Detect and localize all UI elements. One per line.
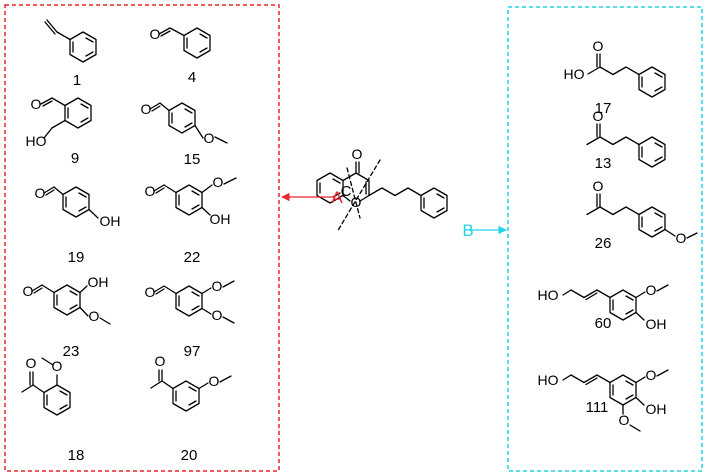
compound-9-structure xyxy=(40,97,92,139)
c20-methoxy-oxygen: O xyxy=(209,373,220,389)
cleavage-lines xyxy=(336,159,381,233)
compound-number: 60 xyxy=(595,315,612,332)
compound-number: 1 xyxy=(73,72,81,89)
c17-hydroxyl: HO xyxy=(564,66,585,82)
compound-97-structure xyxy=(153,280,235,324)
compound-1-structure xyxy=(44,19,97,63)
compound-number: 18 xyxy=(68,447,85,464)
compound-22-structure xyxy=(153,177,237,216)
c97-methoxy-oxygen-2: O xyxy=(212,307,223,323)
compound-4-structure xyxy=(158,27,211,59)
compound-20-structure xyxy=(150,369,232,412)
c60-hydroxyl-left: HO xyxy=(538,287,559,303)
compound-number: 111 xyxy=(586,399,609,416)
fragment-label-b: B xyxy=(462,221,473,240)
c9-oxygen: O xyxy=(31,96,42,112)
c97-oxygen: O xyxy=(145,284,156,300)
c20-oxygen: O xyxy=(155,353,166,369)
c60-hydroxyl: OH xyxy=(646,316,667,332)
c111-methoxy-oxygen-top: O xyxy=(646,367,657,383)
c4-oxygen: O xyxy=(150,26,161,42)
c22-methoxy-oxygen: O xyxy=(213,174,224,190)
compound-18-structure xyxy=(21,357,71,416)
fragment-label-a: A xyxy=(331,188,343,207)
compound-26-structure xyxy=(586,193,698,239)
c97-methoxy-oxygen-1: O xyxy=(212,278,223,294)
center-ring-oxygen: O xyxy=(351,194,362,210)
compound-number: 20 xyxy=(181,447,198,464)
c26-methoxy-oxygen: O xyxy=(676,230,687,246)
c111-hydroxyl-left: HO xyxy=(538,372,559,388)
compound-number: 19 xyxy=(68,249,85,266)
compound-number: 22 xyxy=(184,249,201,266)
c111-hydroxyl: OH xyxy=(646,401,667,417)
compound-15-structure xyxy=(149,102,228,144)
c22-oxygen: O xyxy=(145,183,156,199)
c22-hydroxyl: OH xyxy=(210,211,231,227)
central-molecule-structure xyxy=(316,161,448,219)
compound-number: 97 xyxy=(184,343,201,360)
compound-number: 23 xyxy=(63,343,80,360)
compound-23-structure xyxy=(31,284,111,325)
left-fragment-box xyxy=(4,4,280,472)
c18-methoxy-oxygen: O xyxy=(52,358,63,374)
c18-oxygen: O xyxy=(26,355,37,371)
compound-number: 17 xyxy=(595,100,612,117)
c19-hydroxyl: OH xyxy=(100,213,121,229)
fragment-label-c: C xyxy=(341,183,352,200)
c17-carbonyl-oxygen: O xyxy=(593,38,604,54)
compound-number: 4 xyxy=(188,69,196,86)
c111-methoxy-oxygen-bottom: O xyxy=(619,412,630,428)
c60-methoxy-oxygen: O xyxy=(646,282,657,298)
c19-oxygen: O xyxy=(35,185,46,201)
compound-60-structure xyxy=(562,284,669,321)
c23-oxygen: O xyxy=(23,283,34,299)
compound-111-structure xyxy=(562,369,669,432)
c15-methoxy-oxygen: O xyxy=(204,130,215,146)
c15-oxygen: O xyxy=(141,101,152,117)
compound-number: 9 xyxy=(71,150,79,167)
c13-oxygen: O xyxy=(593,108,604,124)
compound-19-structure xyxy=(43,186,99,219)
c26-oxygen: O xyxy=(593,178,604,194)
compound-17-structure xyxy=(587,53,666,98)
c23-methoxy-oxygen: O xyxy=(89,308,100,324)
center-carbonyl-oxygen: O xyxy=(352,146,363,162)
c9-hydroxyl: HO xyxy=(26,133,47,149)
compound-number: 15 xyxy=(184,151,201,168)
compound-number: 26 xyxy=(595,235,612,252)
compound-number: 13 xyxy=(595,155,612,172)
compound-13-structure xyxy=(586,123,666,168)
c23-hydroxyl: OH xyxy=(88,274,109,290)
